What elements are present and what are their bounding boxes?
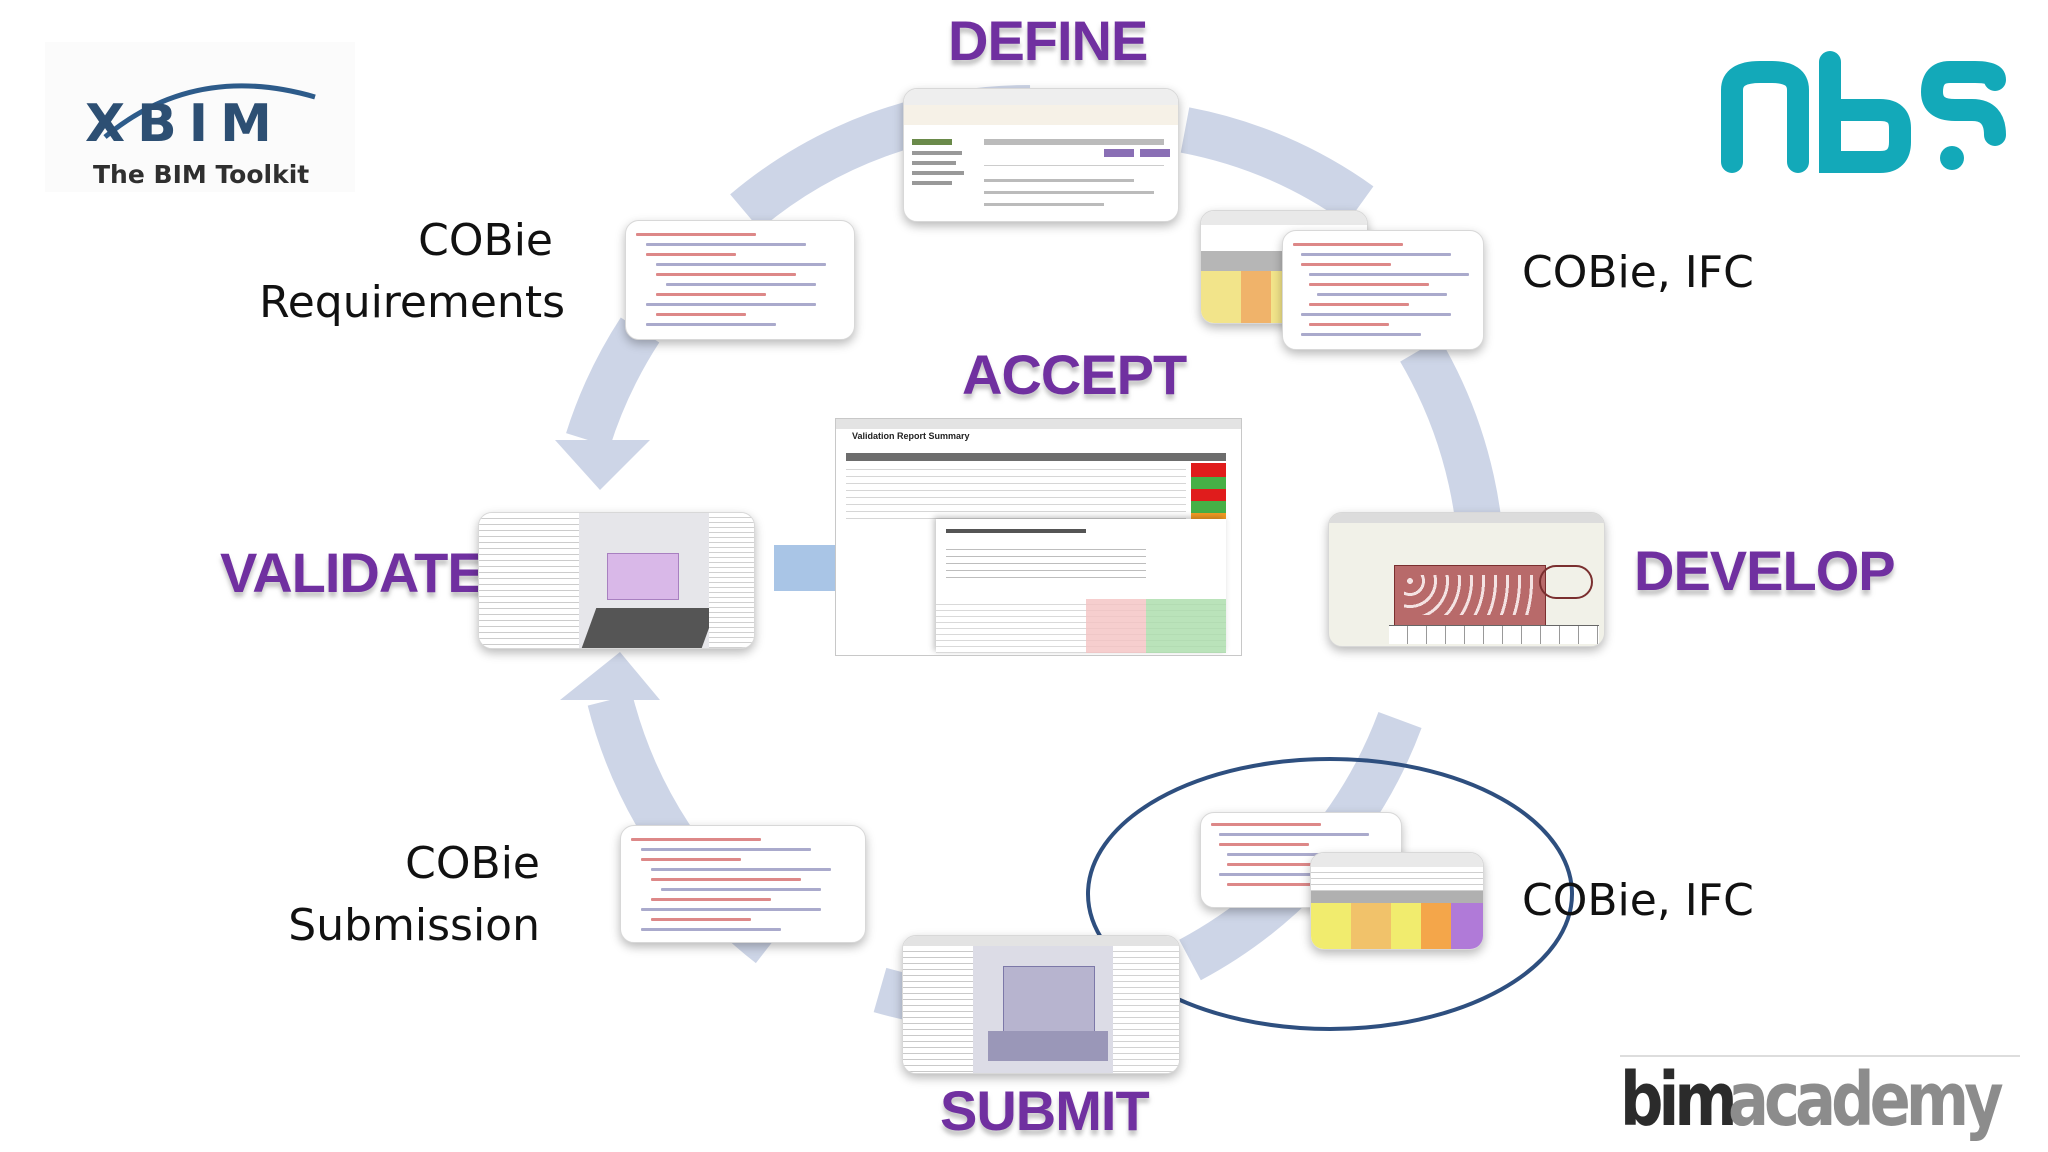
stage-submit-title: SUBMIT bbox=[940, 1079, 1150, 1142]
cycle-arrowhead-bottom bbox=[560, 652, 660, 700]
stage-develop-title: DEVELOP bbox=[1634, 539, 1896, 602]
xbim-swoosh-icon bbox=[103, 83, 316, 139]
bimacademy-academy: academy bbox=[1728, 1057, 2004, 1143]
caption-requirements: COBie Requirements bbox=[250, 210, 565, 334]
xbim-wordmark: XBIM bbox=[85, 94, 284, 154]
validate-viewer-screenshot bbox=[478, 512, 755, 649]
caption-submission-line1: COBie bbox=[405, 838, 540, 889]
caption-requirements-line1: COBie bbox=[418, 215, 553, 266]
requirements-xml-screenshot bbox=[625, 220, 855, 340]
stage-accept-title: ACCEPT bbox=[962, 343, 1187, 406]
nbs-logo: nbs bbox=[1721, 51, 2006, 173]
bimacademy-bim: bim bbox=[1620, 1057, 1738, 1143]
caption-submission-line2: Submission bbox=[288, 900, 540, 951]
highlight-ellipse bbox=[1086, 757, 1574, 1031]
caption-submit-output: COBie, IFC bbox=[1522, 875, 1754, 926]
develop-floorplan-screenshot bbox=[1328, 512, 1605, 647]
stage-validate-title: VALIDATE bbox=[220, 541, 485, 604]
submission-xml-screenshot bbox=[620, 825, 866, 943]
submit-spreadsheet-screenshot bbox=[1310, 852, 1484, 950]
caption-develop-output: COBie, IFC bbox=[1522, 247, 1754, 298]
validation-report-title: Validation Report Summary bbox=[852, 431, 970, 441]
caption-submission: COBie Submission bbox=[250, 833, 540, 957]
stage-define-title: DEFINE bbox=[948, 9, 1148, 72]
bimacademy-logo: bim academy bbox=[1620, 1055, 2020, 1147]
cycle-arrowhead-top bbox=[555, 440, 650, 490]
develop-xml-screenshot bbox=[1282, 230, 1484, 350]
caption-requirements-line2: Requirements bbox=[259, 277, 565, 328]
validation-report-screenshot: Validation Report Summary bbox=[835, 418, 1242, 656]
submit-viewer-screenshot bbox=[902, 935, 1180, 1074]
define-screenshot bbox=[903, 88, 1179, 222]
xbim-logo: XBIM The BIM Toolkit bbox=[45, 42, 355, 192]
xbim-tagline: The BIM Toolkit bbox=[93, 160, 310, 189]
